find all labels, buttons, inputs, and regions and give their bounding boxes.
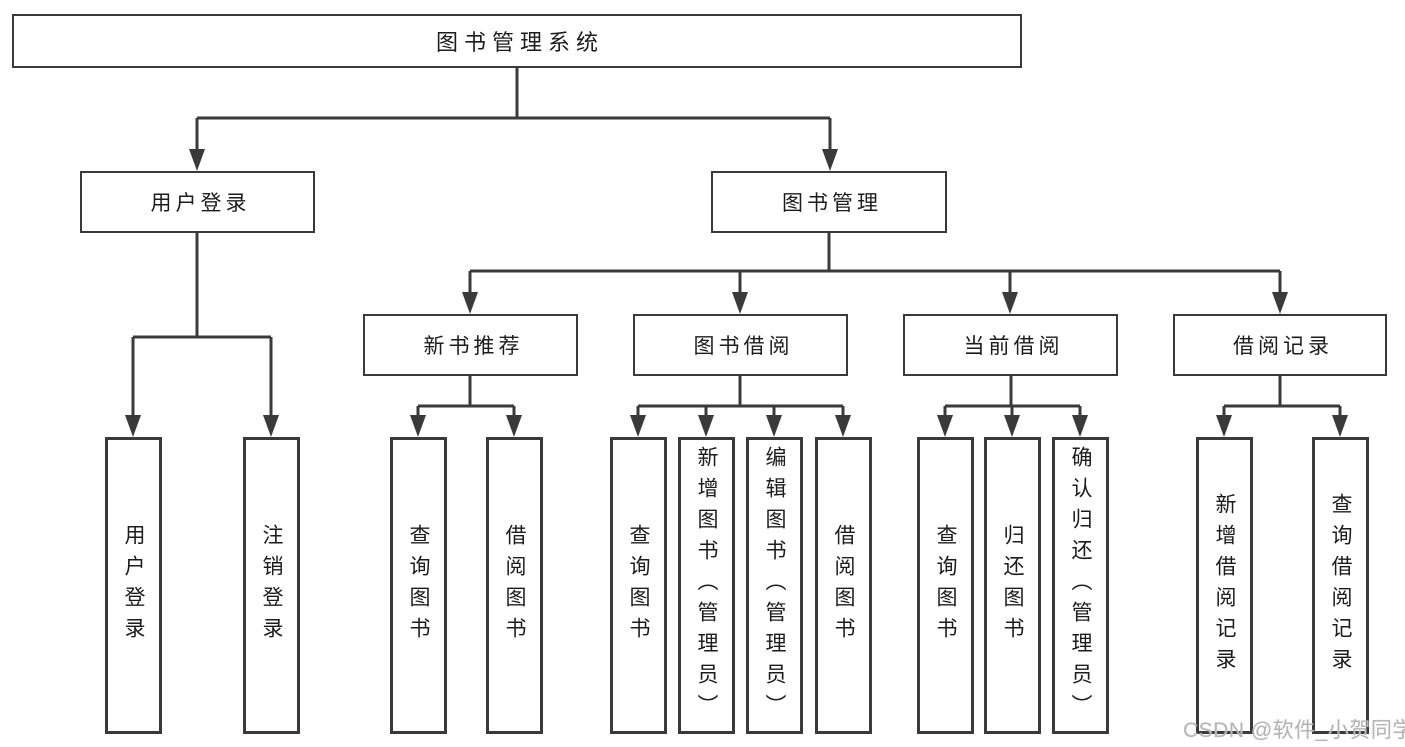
node-book-borrow-label: 图书借阅 xyxy=(693,335,794,358)
leaf-records-query-record: 查询借阅记录 xyxy=(1312,437,1369,734)
leaf-current-return-books: 归还图书 xyxy=(984,437,1041,734)
leaf-borrow-borrow-books: 借阅图书 xyxy=(815,437,872,734)
node-library-system: 图书管理系统 xyxy=(12,14,1022,68)
leaf-borrow-edit-books-admin-label: 编辑图书（管理员） xyxy=(763,446,786,725)
leaf-borrow-edit-books-admin: 编辑图书（管理员） xyxy=(746,437,803,734)
node-borrow-records-label: 借阅记录 xyxy=(1233,335,1333,358)
leaf-borrow-query-books: 查询图书 xyxy=(610,437,667,734)
leaf-current-confirm-return-admin: 确认归还（管理员） xyxy=(1052,437,1109,734)
node-user-login-label: 用户登录 xyxy=(150,192,251,215)
leaf-records-add-record-label: 新增借阅记录 xyxy=(1213,492,1236,679)
node-book-management: 图书管理 xyxy=(711,171,947,233)
leaf-records-add-record: 新增借阅记录 xyxy=(1196,437,1253,734)
node-current-borrow: 当前借阅 xyxy=(903,314,1118,376)
leaf-recommend-query-books-label: 查询图书 xyxy=(407,523,430,648)
leaf-logout-label: 注销登录 xyxy=(260,523,283,648)
leaf-current-query-books-label: 查询图书 xyxy=(934,523,957,648)
node-new-book-recommend-label: 新书推荐 xyxy=(423,335,524,358)
node-current-borrow-label: 当前借阅 xyxy=(963,335,1064,358)
leaf-current-confirm-return-admin-label: 确认归还（管理员） xyxy=(1069,446,1092,725)
node-book-borrow: 图书借阅 xyxy=(633,314,848,376)
leaf-current-query-books: 查询图书 xyxy=(917,437,974,734)
leaf-current-return-books-label: 归还图书 xyxy=(1001,523,1024,648)
leaf-borrow-add-books-admin: 新增图书（管理员） xyxy=(678,437,735,734)
leaf-records-query-record-label: 查询借阅记录 xyxy=(1329,492,1352,679)
arrowheads xyxy=(125,149,1348,437)
node-user-login: 用户登录 xyxy=(80,171,315,233)
leaf-borrow-add-books-admin-label: 新增图书（管理员） xyxy=(695,446,718,725)
node-book-management-label: 图书管理 xyxy=(782,192,882,215)
leaf-borrow-query-books-label: 查询图书 xyxy=(627,523,650,648)
leaf-recommend-borrow-books-label: 借阅图书 xyxy=(503,523,526,648)
leaf-user-login: 用户登录 xyxy=(105,437,162,734)
csdn-watermark: CSDN @软件_小贺同学 xyxy=(1183,719,1405,742)
node-library-system-label: 图书管理系统 xyxy=(435,30,604,55)
leaf-logout: 注销登录 xyxy=(243,437,300,734)
leaf-recommend-borrow-books: 借阅图书 xyxy=(486,437,543,734)
leaf-user-login-label: 用户登录 xyxy=(122,523,145,648)
leaf-borrow-borrow-books-label: 借阅图书 xyxy=(832,523,855,648)
leaf-recommend-query-books: 查询图书 xyxy=(390,437,447,734)
node-borrow-records: 借阅记录 xyxy=(1173,314,1387,376)
node-new-book-recommend: 新书推荐 xyxy=(363,314,578,376)
